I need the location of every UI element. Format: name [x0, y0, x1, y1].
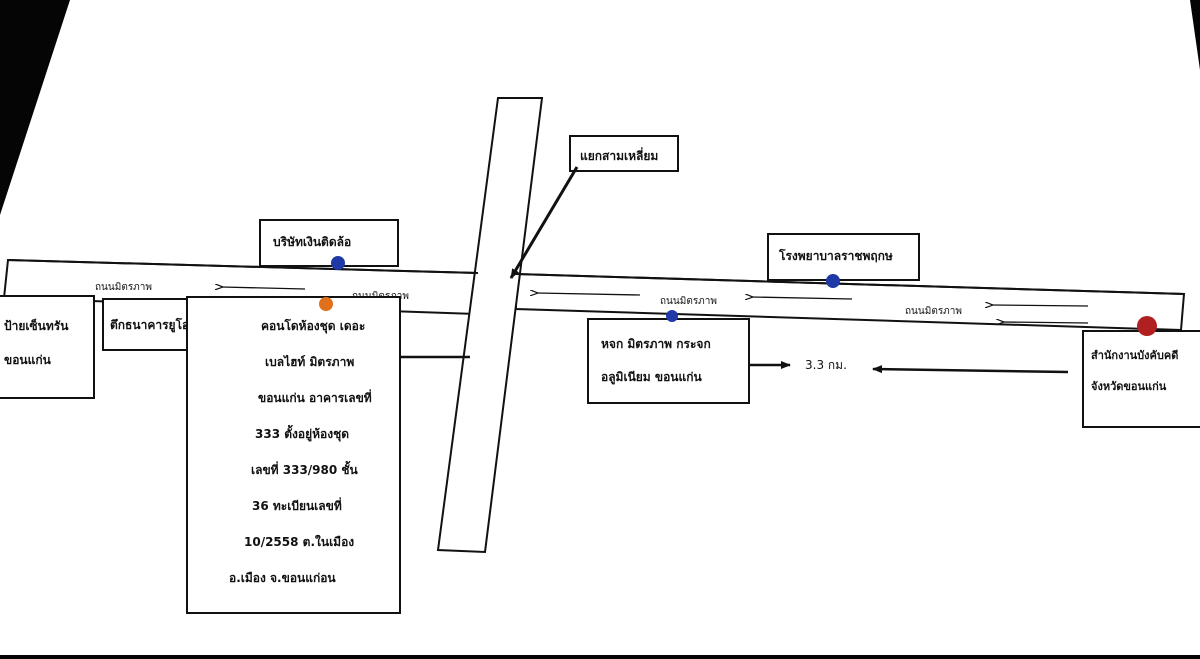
pin-finance	[331, 256, 345, 270]
landmark-finance: บริษัทเงินติดล้อ	[273, 235, 351, 249]
road-label: ถนนมิตรภาพ	[660, 296, 717, 307]
landmark-aluminium-line: หจก มิตรภาพ กระจก	[601, 337, 711, 351]
direction-arrow	[222, 287, 306, 289]
landmark-aluminium-line: อลูมิเนียม ขอนแก่น	[601, 370, 703, 385]
landmark-finance-box	[259, 219, 399, 267]
property-line: 10/2558 ต.ในเมือง	[244, 534, 354, 549]
property-line: 36 ทะเบียนเลขที่	[252, 497, 342, 513]
junction-label: แยกสามเหลี่ยม	[580, 147, 658, 163]
landmark-sign-line: ขอนแก่น	[4, 353, 52, 367]
property-line: อ.เมือง จ.ขอนแก่อน	[229, 571, 336, 585]
pin-hospital	[826, 274, 840, 288]
landmark-aluminium-box	[587, 318, 750, 404]
direction-arrow	[537, 293, 641, 295]
landmark-enforcement-line: จังหวัดขอนแก่น	[1091, 380, 1167, 393]
pin-aluminium	[666, 310, 678, 322]
landmark-hospital: โรงพยาบาลราชพฤกษ	[778, 248, 893, 263]
junction-label-box	[569, 135, 679, 172]
landmark-enforcement-line: สำนักงานบังคับคดี	[1091, 349, 1178, 362]
pin-enforcement	[1137, 316, 1157, 336]
distance-arrow-left	[872, 365, 1069, 374]
junction-pointer	[509, 166, 579, 279]
property-line: 333 ตั้งอยู่ห้องชุด	[255, 424, 349, 442]
road-label: ถนนมิตรภาพ	[905, 306, 962, 317]
distance-label: 3.3 กม.	[805, 358, 847, 372]
landmark-enforcement-box	[1082, 330, 1200, 428]
direction-arrow	[752, 297, 853, 299]
property-description: คอนโดห้องชุด เดอะ เบลไฮท์ มิตรภาพ ขอนแก่…	[229, 318, 372, 585]
road-label: ถนนมิตรภาพ	[95, 282, 152, 293]
property-box	[186, 296, 401, 614]
direction-arrow	[1003, 322, 1089, 323]
road-edge	[515, 273, 1185, 295]
landmark-bank: ตึกธนาคารยูโอบี	[110, 317, 197, 333]
road-crossing	[436, 97, 544, 554]
landmark-sign-line: ป้ายเซ็นทรัน	[4, 318, 69, 333]
road-edge	[7, 259, 479, 274]
pin-property	[319, 297, 333, 311]
landmark-sign-box	[0, 295, 95, 399]
property-line: ขอนแก่น อาคารเลขที่	[258, 389, 372, 405]
property-line: คอนโดห้องชุด เดอะ	[261, 318, 365, 334]
landmark-hospital-box	[767, 233, 920, 281]
direction-arrow	[992, 305, 1089, 306]
property-line: เลขที่ 333/980 ชั้น	[251, 460, 359, 477]
property-line: เบลไฮท์ มิตรภาพ	[265, 354, 354, 369]
